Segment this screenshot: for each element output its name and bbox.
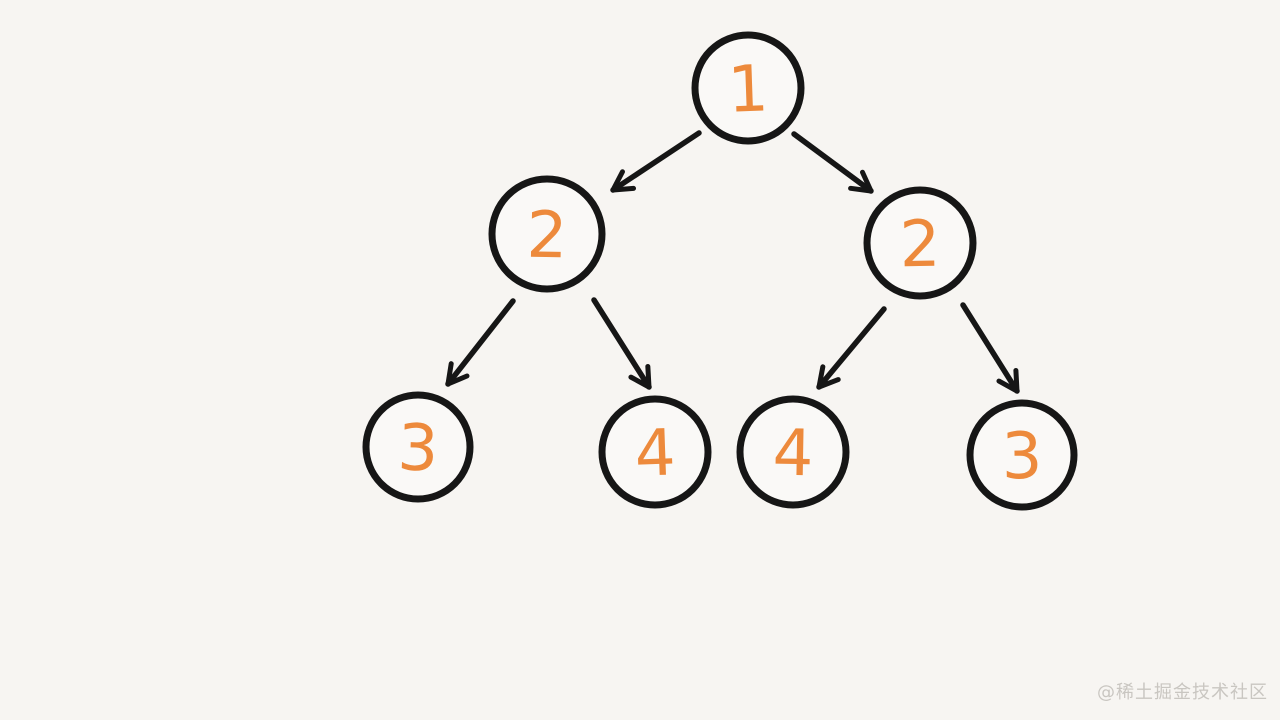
node-label: 1 xyxy=(726,52,769,127)
watermark: @稀土掘金技术社区 xyxy=(1097,682,1268,703)
node-label: 2 xyxy=(526,199,568,274)
tree-node-right: 2 xyxy=(863,186,977,300)
edge-right-to-right-left xyxy=(816,306,887,390)
node-circle xyxy=(691,31,805,145)
edge-root-to-right xyxy=(791,131,874,194)
node-label: 4 xyxy=(633,416,676,491)
node-circle xyxy=(863,186,977,300)
tree-node-left: 2 xyxy=(488,175,606,293)
edge-right-to-right-right xyxy=(960,302,1020,394)
edge-left-to-left-left xyxy=(445,298,516,387)
node-circle xyxy=(736,395,850,509)
tree-node-left-left: 3 xyxy=(362,391,474,503)
node-circle xyxy=(488,175,606,293)
node-circle xyxy=(362,391,474,503)
tree-node-right-right: 3 xyxy=(966,399,1078,511)
node-label: 2 xyxy=(899,208,941,283)
edge-root-to-left xyxy=(610,130,702,193)
node-label: 3 xyxy=(1001,420,1043,495)
node-circle xyxy=(966,399,1078,511)
tree-node-root: 1 xyxy=(691,31,805,145)
tree-node-left-right: 4 xyxy=(598,395,712,509)
tree-node-right-left: 4 xyxy=(736,395,850,509)
edge-left-to-left-right xyxy=(591,297,652,390)
node-label: 4 xyxy=(772,417,814,492)
node-label: 3 xyxy=(396,411,439,486)
node-circle xyxy=(598,395,712,509)
